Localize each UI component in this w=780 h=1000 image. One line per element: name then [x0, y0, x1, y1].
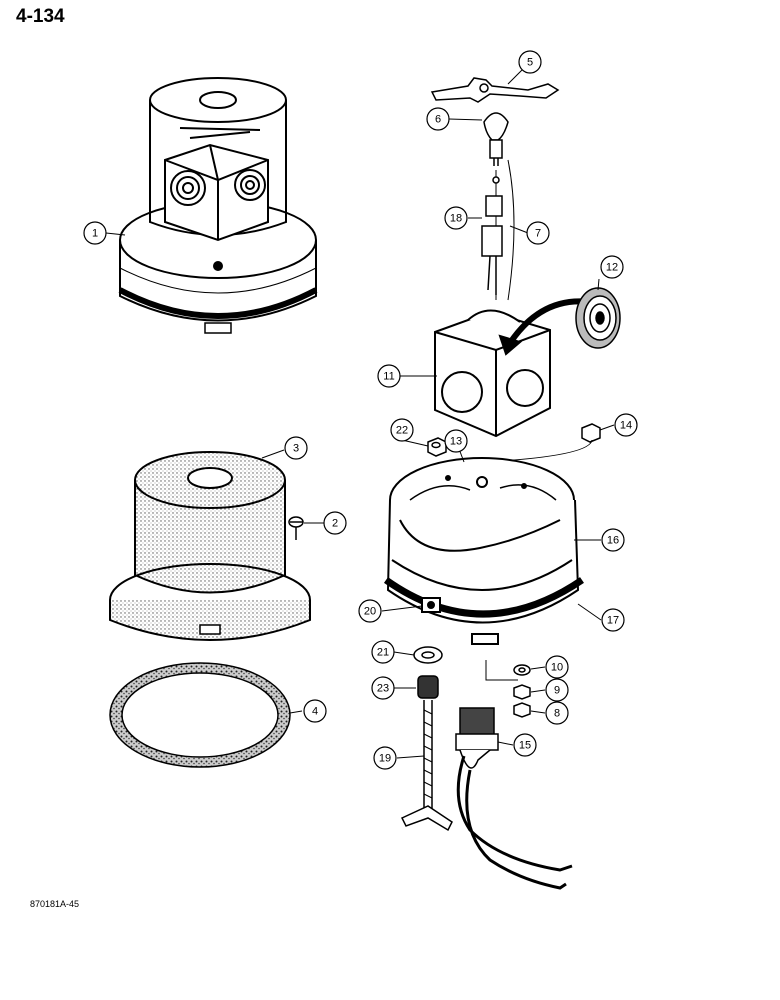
callout-circle [377, 364, 401, 388]
gasket-drawing [109, 662, 291, 768]
callout-label: 22 [396, 425, 408, 437]
lens-disc-drawing [575, 287, 621, 349]
callout-circle [426, 107, 450, 131]
callout-label: 21 [377, 647, 389, 659]
callout-circle [526, 221, 550, 245]
callout-label: 18 [450, 213, 462, 225]
callout-2: 2 [323, 511, 347, 535]
callout-circle [390, 418, 414, 442]
callout-11: 11 [377, 364, 401, 388]
callout-7: 7 [526, 221, 550, 245]
callout-circle [518, 50, 542, 74]
callout-circle [444, 429, 468, 453]
callout-label: 9 [554, 685, 560, 697]
callout-label: 16 [607, 535, 619, 547]
callout-label: 6 [435, 114, 441, 126]
callout-label: 10 [551, 662, 563, 674]
callout-19: 19 [373, 746, 397, 770]
callout-label: 13 [450, 436, 462, 448]
base-housing-drawing [383, 457, 584, 645]
callout-circle [614, 413, 638, 437]
callout-label: 4 [312, 706, 318, 718]
socket-and-wires-drawing [481, 159, 515, 301]
callout-label: 19 [379, 753, 391, 765]
callout-label: 12 [606, 262, 618, 274]
callout-circle [600, 255, 624, 279]
callout-label: 7 [535, 228, 541, 240]
callout-4: 4 [303, 699, 327, 723]
callout-8: 8 [545, 701, 569, 725]
callout-14: 14 [614, 413, 638, 437]
callout-17: 17 [601, 608, 625, 632]
callout-label: 23 [377, 683, 389, 695]
callout-10: 10 [545, 655, 569, 679]
callout-15: 15 [513, 733, 537, 757]
callout-21: 21 [371, 640, 395, 664]
callout-6: 6 [426, 107, 450, 131]
callout-label: 2 [332, 518, 338, 530]
callout-label: 8 [554, 708, 560, 720]
callout-label: 20 [364, 606, 376, 618]
beacon-assembly-drawing [118, 77, 318, 334]
leader-lines [105, 69, 615, 759]
callout-circle [601, 608, 625, 632]
callout-12: 12 [600, 255, 624, 279]
callout-label: 1 [92, 228, 98, 240]
callout-5: 5 [518, 50, 542, 74]
callout-circle [444, 206, 468, 230]
callout-circle [371, 676, 395, 700]
callout-20: 20 [358, 599, 382, 623]
callout-circle [545, 655, 569, 679]
callout-9: 9 [545, 678, 569, 702]
callout-circle [303, 699, 327, 723]
callout-label: 11 [383, 371, 394, 383]
mount-bolt-drawing [400, 646, 453, 832]
callout-13: 13 [444, 429, 468, 453]
callout-22: 22 [390, 418, 414, 442]
callout-circle [371, 640, 395, 664]
callout-23: 23 [371, 676, 395, 700]
callout-label: 3 [293, 443, 299, 455]
callout-circle [83, 221, 107, 245]
washers-nuts-drawing [485, 660, 531, 718]
bracket-cube-drawing [434, 298, 591, 438]
callout-circle [373, 746, 397, 770]
callout-circle [601, 528, 625, 552]
lens-dome-drawing [109, 451, 311, 641]
callout-label: 14 [620, 420, 632, 432]
callout-circle [545, 701, 569, 725]
bulb-drawing [483, 112, 509, 166]
connector-cable-drawing [455, 707, 573, 890]
callout-label: 17 [607, 615, 619, 627]
callout-1: 1 [83, 221, 107, 245]
callout-circle [513, 733, 537, 757]
callout-3: 3 [284, 436, 308, 460]
callout-label: 5 [527, 57, 533, 69]
callout-16: 16 [601, 528, 625, 552]
callout-circle [358, 599, 382, 623]
callout-label: 15 [519, 740, 531, 752]
callout-circle [323, 511, 347, 535]
wrench-drawing [430, 77, 560, 103]
callout-18: 18 [444, 206, 468, 230]
screw-drawing [288, 516, 304, 540]
callout-circle [284, 436, 308, 460]
callout-circle [545, 678, 569, 702]
page-number: 4-134 [16, 6, 65, 27]
figure-code: 870181A-45 [30, 899, 80, 909]
